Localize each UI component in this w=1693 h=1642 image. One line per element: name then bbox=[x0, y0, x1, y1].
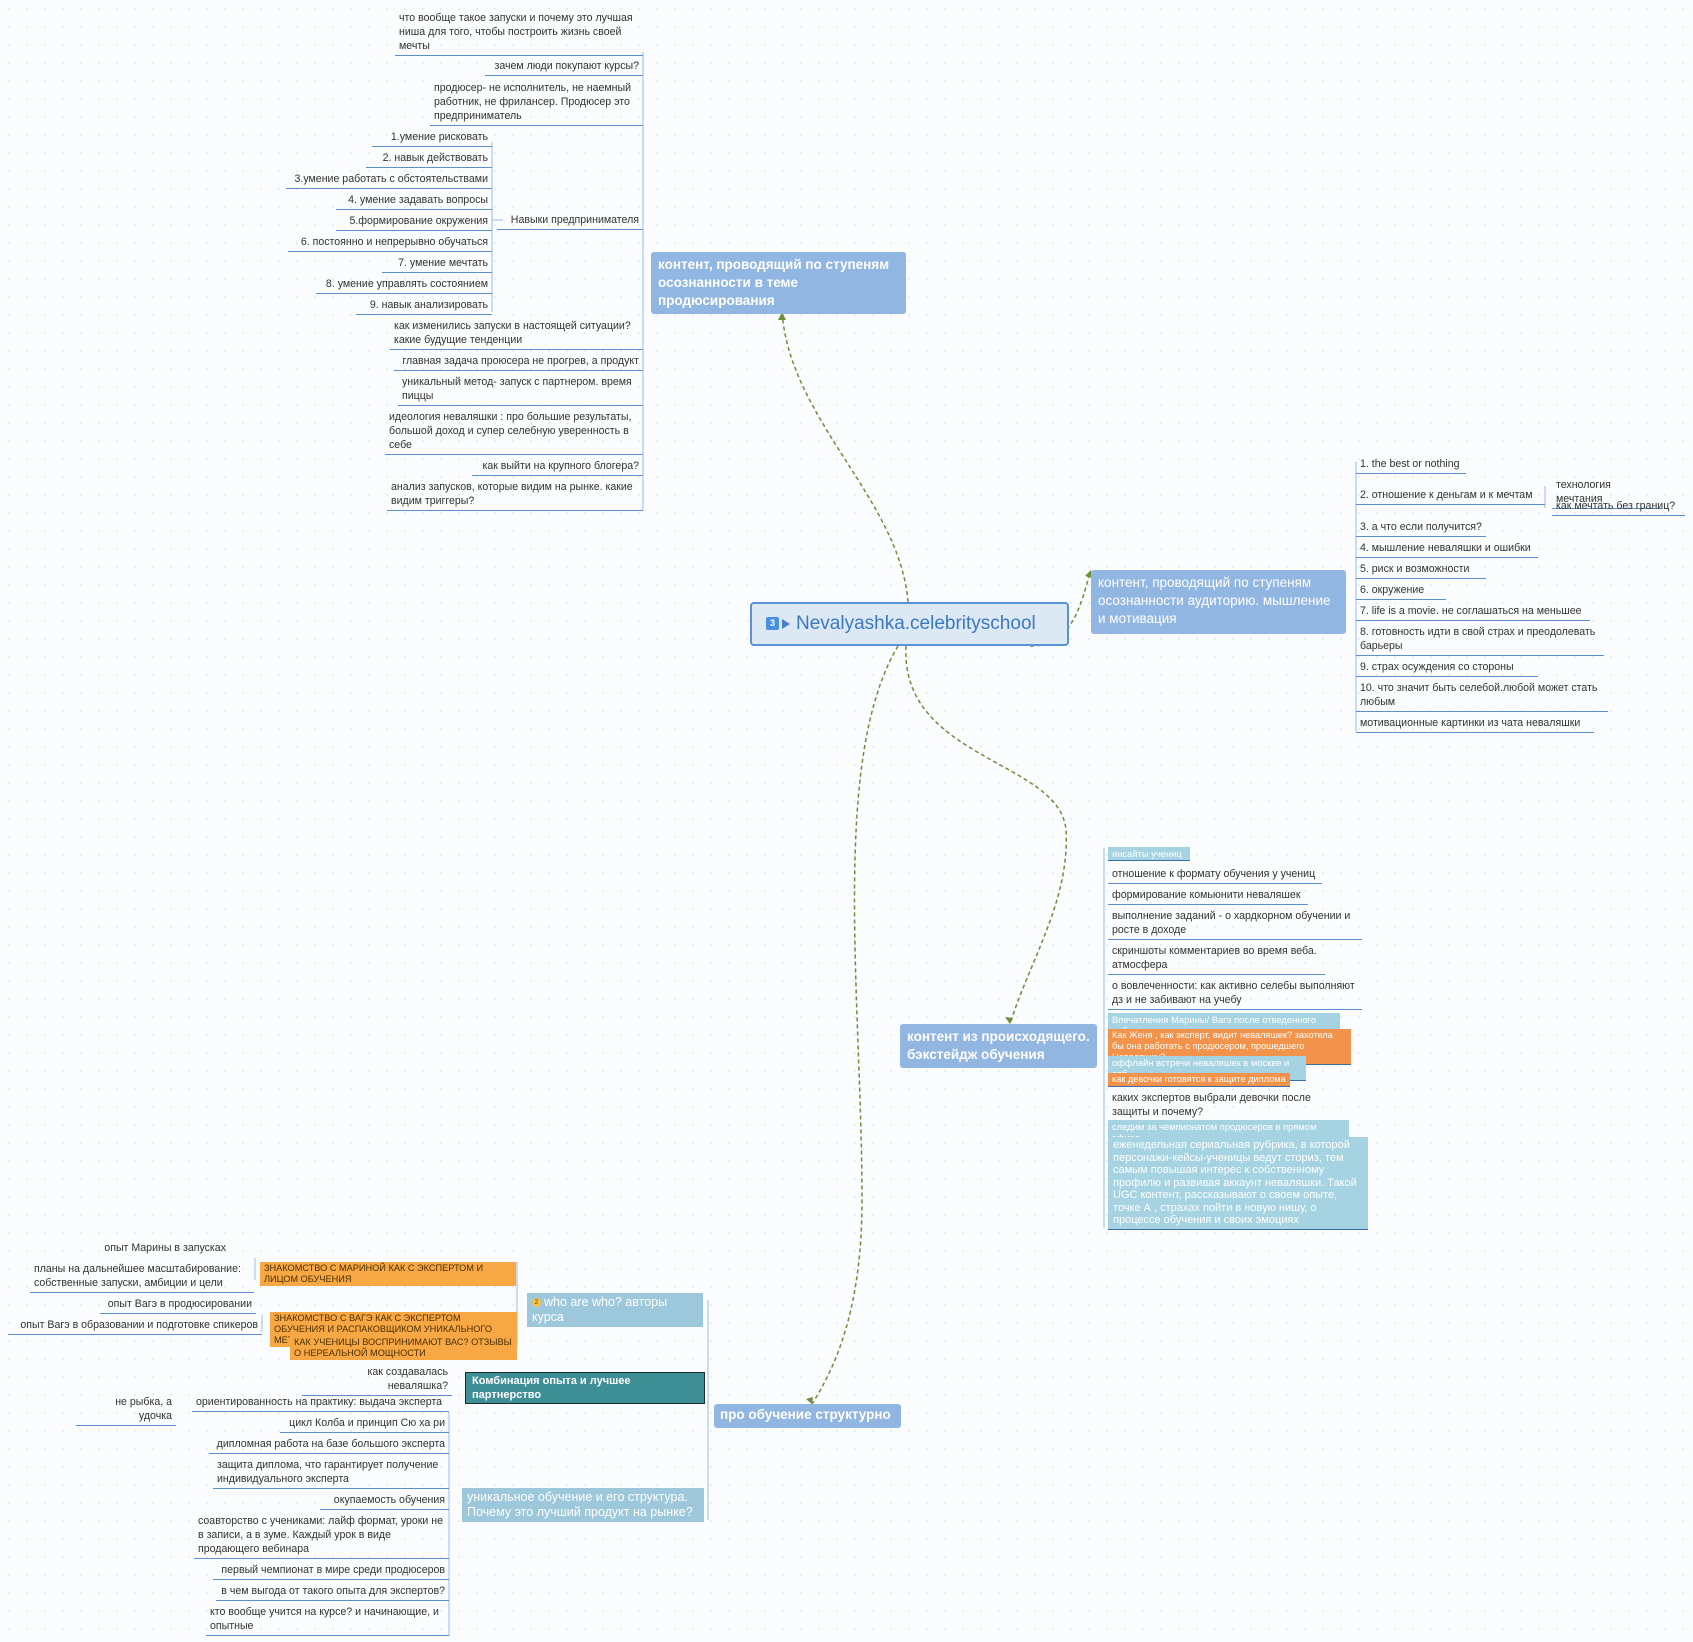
dream-item[interactable]: как мечтать без границ? bbox=[1552, 498, 1685, 516]
skill-item[interactable]: 3.умение работать с обстоятельствами bbox=[286, 171, 492, 189]
fish-item[interactable]: не рыбка, а удочка bbox=[76, 1394, 176, 1426]
skill-item[interactable]: 7. умение мечтать bbox=[382, 255, 492, 273]
dream-item[interactable]: технология мечтания bbox=[1552, 477, 1662, 509]
link-central-branch1 bbox=[781, 311, 909, 603]
branch2-topic[interactable]: контент, проводящий по ступеням осознанн… bbox=[1091, 570, 1346, 634]
branch1-item[interactable]: Навыки предпринимателя bbox=[497, 212, 643, 230]
combo-topic[interactable]: Комбинация опыта и лучшее партнерство bbox=[465, 1372, 705, 1404]
practice-item[interactable]: ориентированность на практику: выдача эк… bbox=[192, 1394, 449, 1412]
link-central-branch2 bbox=[1029, 571, 1091, 647]
unique-item[interactable]: дипломная работа на базе большого экспер… bbox=[209, 1436, 449, 1454]
unique-item[interactable]: соавторство с учениками: лайф формат, ур… bbox=[194, 1513, 449, 1559]
branch2-item[interactable]: 2. отношение к деньгам и к мечтам bbox=[1356, 487, 1545, 505]
central-badge: 3 bbox=[766, 617, 779, 631]
flag-icon bbox=[782, 618, 790, 629]
branch3-item[interactable]: каких экспертов выбрали девочки после за… bbox=[1108, 1090, 1342, 1122]
branch3-topic[interactable]: контент из происходящего. бэкстейдж обуч… bbox=[900, 1024, 1097, 1068]
skill-item[interactable]: 1.умение рисковать bbox=[372, 129, 492, 147]
branch2-item[interactable]: 1. the best or nothing bbox=[1356, 456, 1466, 474]
skill-item[interactable]: 5.формирование окружения bbox=[336, 213, 492, 231]
skill-item[interactable]: 4. умение задавать вопросы bbox=[336, 192, 492, 210]
branch1-item[interactable]: зачем люди покупают курсы? bbox=[485, 58, 643, 76]
unique-item[interactable]: в чем выгода от такого опыта для эксперт… bbox=[216, 1583, 449, 1601]
marina-box[interactable]: ЗНАКОМСТВО С МАРИНОЙ КАК С ЭКСПЕРТОМ И Л… bbox=[260, 1262, 516, 1286]
branch4-topic[interactable]: про обучение структурно bbox=[714, 1404, 901, 1428]
unique-item[interactable]: цикл Колба и принцип Сю ха ри bbox=[280, 1415, 449, 1433]
vage-item[interactable]: опыт Вагэ в продюсировании bbox=[100, 1296, 256, 1314]
branch2-item[interactable]: 6. окружение bbox=[1356, 582, 1446, 600]
branch2-item[interactable]: 5. риск и возможности bbox=[1356, 561, 1486, 579]
branch1-item[interactable]: главная задача проюсера не прогрев, а пр… bbox=[394, 353, 643, 371]
skill-item[interactable]: 9. навык анализировать bbox=[356, 297, 492, 315]
vage-item[interactable]: опыт Вагэ в образовании и подготовке спи… bbox=[8, 1317, 262, 1335]
link-central-branch3 bbox=[905, 645, 1067, 1025]
skill-item[interactable]: 2. навык действовать bbox=[366, 150, 492, 168]
branch1-item[interactable]: что вообще такое запуски и почему это лу… bbox=[395, 10, 643, 56]
who-title: who are who? авторы курса bbox=[532, 1295, 668, 1324]
branch1-topic[interactable]: контент, проводящий по ступеням осознанн… bbox=[651, 252, 906, 314]
skill-item[interactable]: 8. умение управлять состоянием bbox=[316, 276, 492, 294]
branch1-item[interactable]: идеология неваляшки : про большие резуль… bbox=[385, 409, 643, 455]
link-central-branch4 bbox=[811, 645, 899, 1405]
branch2-item[interactable]: мотивационные картинки из чата неваляшки bbox=[1356, 715, 1594, 733]
branch2-item[interactable]: 7. life is a movie. не соглашаться на ме… bbox=[1356, 603, 1590, 621]
branch1-item[interactable]: анализ запусков, которые видим на рынке.… bbox=[387, 479, 643, 511]
central-topic[interactable]: 3 Nevalyashka.celebrityschool bbox=[750, 602, 1069, 646]
branch3-item[interactable]: о вовлеченности: как активно селебы выпо… bbox=[1108, 978, 1362, 1010]
badge-icon: 2 bbox=[532, 1298, 541, 1308]
skill-item[interactable]: 6. постоянно и непрерывно обучаться bbox=[288, 234, 492, 252]
marina-item[interactable]: планы на дальнейшее масштабирование: соб… bbox=[30, 1261, 254, 1293]
marina-item[interactable]: опыт Марины в запусках bbox=[104, 1242, 226, 1254]
branch3-item[interactable]: как девочки готовятся к защите диплома bbox=[1108, 1073, 1290, 1087]
branch3-item[interactable]: скриншоты комментариев во время веба. ат… bbox=[1108, 943, 1325, 975]
branch2-item[interactable]: 4. мышление неваляшки и ошибки bbox=[1356, 540, 1538, 558]
unique-item[interactable]: первый чемпионат в мире среди продюсеров bbox=[213, 1562, 449, 1580]
branch2-item[interactable]: 8. готовность идти в свой страх и преодо… bbox=[1356, 624, 1604, 656]
reviews-box[interactable]: КАК УЧЕНИЦЫ ВОСПРИНИМАЮТ ВАС? ОТЗЫВЫ О Н… bbox=[290, 1336, 517, 1360]
unique-topic[interactable]: уникальное обучение и его структура. Поч… bbox=[462, 1488, 704, 1522]
branch2-item[interactable]: 3. а что если получится? bbox=[1356, 519, 1486, 537]
branch3-item[interactable]: отношение к формату обучения у учениц bbox=[1108, 866, 1322, 884]
branch3-item[interactable]: инсайты учениц bbox=[1108, 847, 1190, 861]
branch1-item[interactable]: уникальный метод- запуск с партнером. вр… bbox=[398, 374, 643, 406]
central-title: Nevalyashka.celebrityschool bbox=[796, 613, 1036, 634]
branch1-item[interactable]: как изменились запуски в настоящей ситуа… bbox=[390, 318, 643, 350]
branch1-item[interactable]: как выйти на крупного блогера? bbox=[472, 458, 643, 476]
branch1-item[interactable]: продюсер- не исполнитель, не наемный раб… bbox=[430, 80, 643, 126]
unique-item[interactable]: кто вообще учится на курсе? и начинающие… bbox=[206, 1604, 449, 1636]
unique-item[interactable]: защита диплома, что гарантирует получени… bbox=[213, 1457, 449, 1489]
branch3-item[interactable]: выполнение заданий - о хардкорном обучен… bbox=[1108, 908, 1362, 940]
branch2-item[interactable]: 9. страх осуждения со стороны bbox=[1356, 659, 1538, 677]
combo-item[interactable]: как создавалась неваляшка? bbox=[302, 1364, 452, 1396]
branch3-item[interactable]: еженедельная сериальная рубрика, в котор… bbox=[1108, 1137, 1368, 1230]
branch2-item[interactable]: 10. что значит быть селебой.любой может … bbox=[1356, 680, 1608, 712]
unique-item[interactable]: окупаемость обучения bbox=[320, 1492, 449, 1510]
branch3-item[interactable]: формирование комьюнити неваляшек bbox=[1108, 887, 1308, 905]
